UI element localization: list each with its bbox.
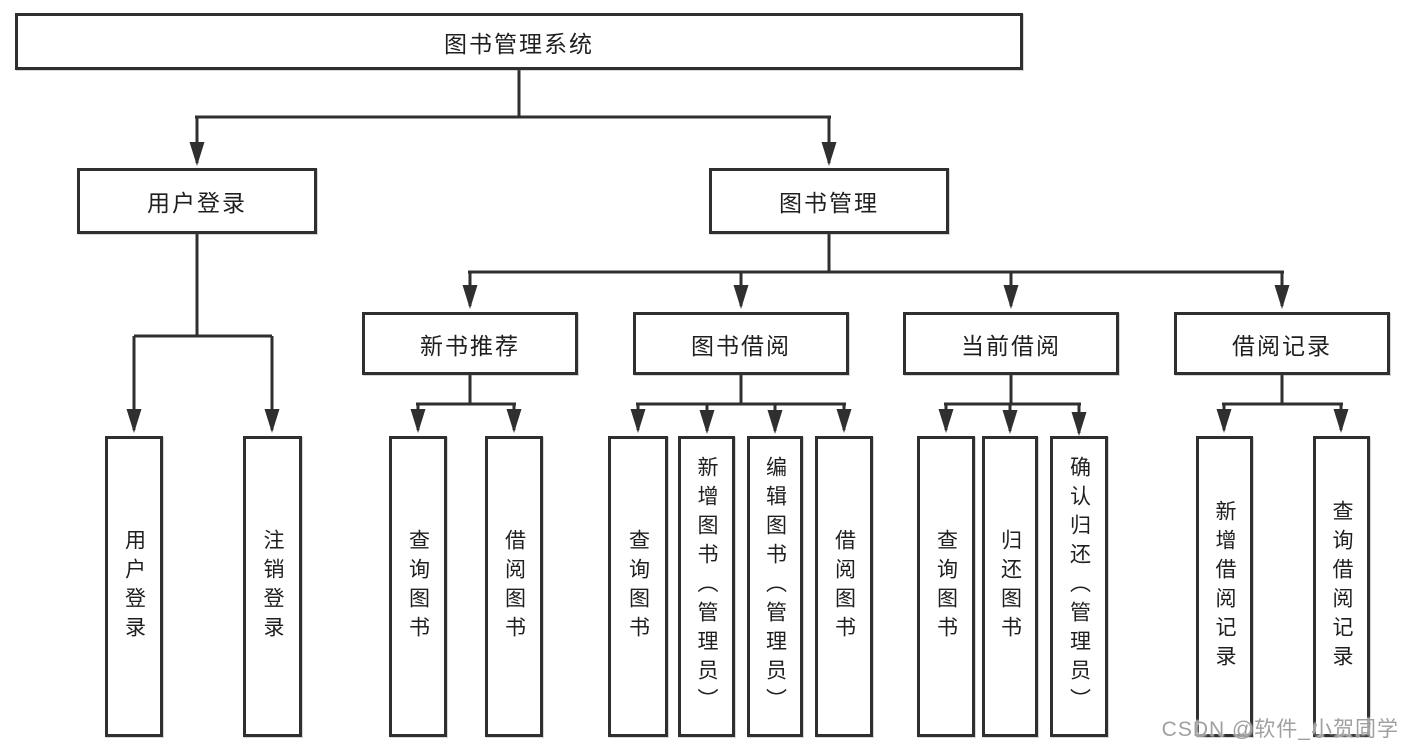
- branch-user-login: 用户登录: [77, 168, 317, 234]
- branch-book-management: 图书管理: [709, 168, 949, 234]
- group-book-borrowing-label: 图书借阅: [691, 332, 791, 359]
- leaf-nbr-query-books: 查询图书: [389, 436, 447, 737]
- group-new-book-recommend-label: 新书推荐: [420, 332, 520, 359]
- group-current-borrowing-label: 当前借阅: [961, 332, 1061, 359]
- leaf-user-login-label: 用户登录: [122, 528, 146, 645]
- branch-book-management-label: 图书管理: [779, 190, 879, 216]
- leaf-br-add-record-label: 新增借阅记录: [1213, 499, 1236, 674]
- leaf-cb-confirm-return-admin: 确认归还（管理员）: [1050, 436, 1108, 737]
- leaf-cb-return-book-label: 归还图书: [998, 528, 1022, 645]
- leaf-cb-confirm-return-admin-label: 确认归还（管理员）: [1067, 456, 1091, 717]
- leaf-bb-edit-book-admin: 编辑图书（管理员）: [747, 436, 803, 737]
- leaf-br-query-record-label: 查询借阅记录: [1330, 499, 1353, 674]
- leaf-cb-query-books: 查询图书: [917, 436, 975, 737]
- group-current-borrowing: 当前借阅: [903, 312, 1119, 375]
- leaf-bb-add-book-admin: 新增图书（管理员）: [678, 436, 735, 737]
- group-book-borrowing: 图书借阅: [633, 312, 849, 375]
- branch-user-login-label: 用户登录: [147, 190, 247, 216]
- leaf-br-query-record: 查询借阅记录: [1313, 436, 1370, 737]
- group-new-book-recommend: 新书推荐: [362, 312, 578, 375]
- leaf-bb-query-books-label: 查询图书: [626, 528, 650, 645]
- watermark: CSDN @软件_小贺同学: [1161, 718, 1399, 741]
- node-root-label: 图书管理系统: [444, 30, 594, 57]
- leaf-logout-label: 注销登录: [261, 528, 284, 645]
- leaf-bb-borrow-books-label: 借阅图书: [832, 528, 856, 645]
- leaf-br-add-record: 新增借阅记录: [1196, 436, 1253, 737]
- leaf-cb-return-book: 归还图书: [982, 436, 1038, 737]
- leaf-nbr-query-books-label: 查询图书: [406, 528, 430, 645]
- leaf-bb-add-book-admin-label: 新增图书（管理员）: [695, 456, 718, 717]
- leaf-user-login: 用户登录: [105, 436, 163, 737]
- leaf-nbr-borrow-books-label: 借阅图书: [502, 528, 526, 645]
- leaf-bb-edit-book-admin-label: 编辑图书（管理员）: [763, 456, 787, 717]
- leaf-logout: 注销登录: [243, 436, 302, 737]
- leaf-cb-query-books-label: 查询图书: [934, 528, 958, 645]
- leaf-bb-query-books: 查询图书: [608, 436, 668, 737]
- group-borrowing-records-label: 借阅记录: [1232, 332, 1332, 359]
- leaf-nbr-borrow-books: 借阅图书: [485, 436, 543, 737]
- node-root: 图书管理系统: [15, 13, 1023, 70]
- group-borrowing-records: 借阅记录: [1174, 312, 1390, 375]
- leaf-bb-borrow-books: 借阅图书: [815, 436, 873, 737]
